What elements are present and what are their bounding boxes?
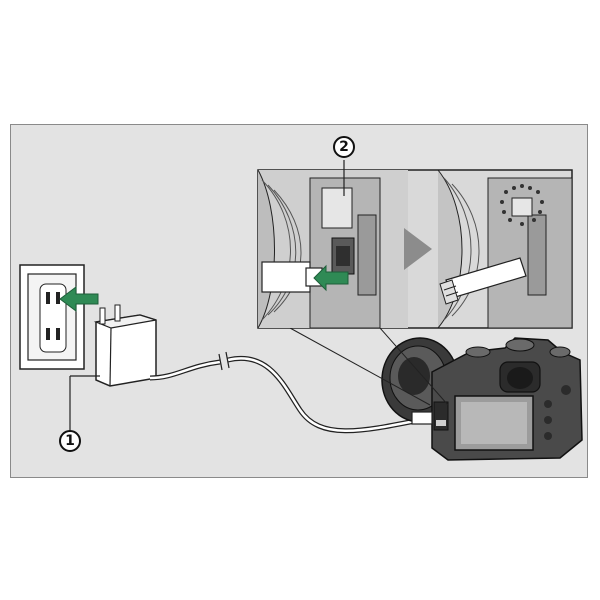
camera-body <box>381 337 583 461</box>
zoom-line-left <box>289 327 431 406</box>
callout-usb-port: 2 <box>333 136 355 158</box>
wall-outlet <box>19 264 85 370</box>
ac-adapter <box>93 304 157 387</box>
usb-cable <box>149 351 421 434</box>
zoom-line-right <box>379 327 449 406</box>
insert-arrow-outlet <box>59 286 99 312</box>
callout-ac-adapter: 1 <box>59 430 81 452</box>
zoom-inset <box>257 169 573 329</box>
